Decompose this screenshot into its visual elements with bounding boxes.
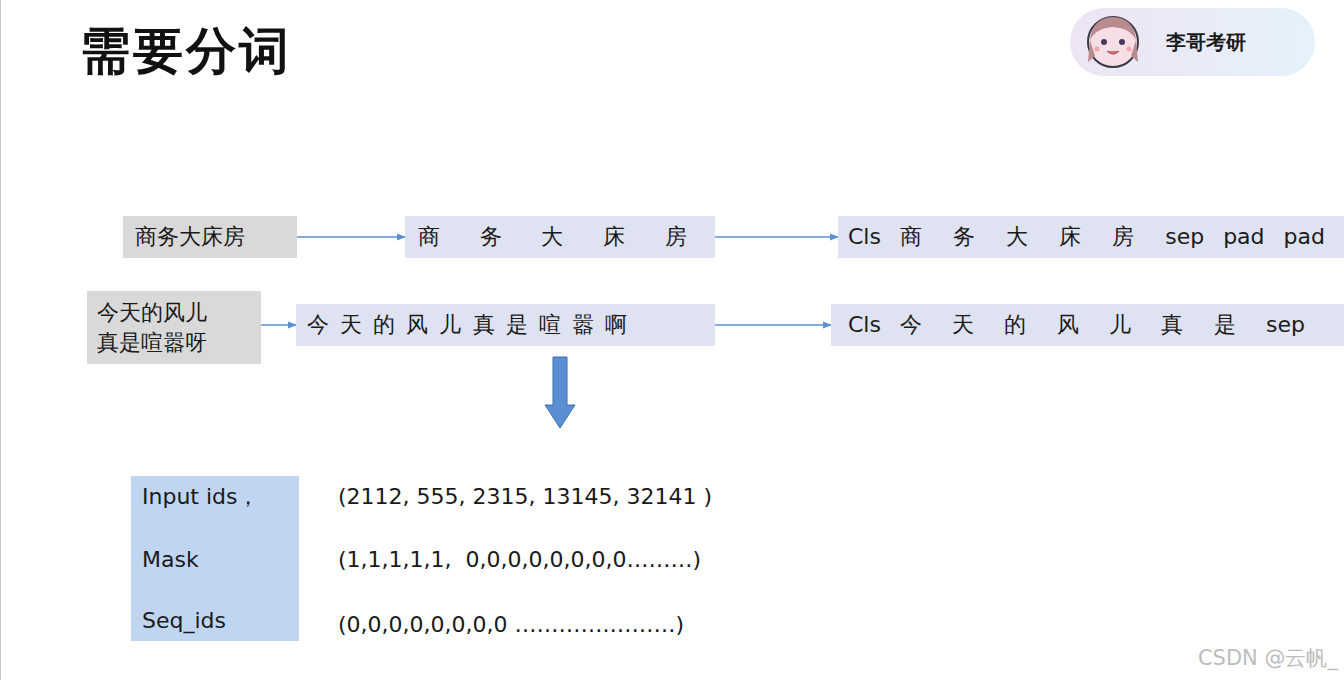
value-tuple: (2112, 555, 2315, 13145, 32141 ) [338, 484, 712, 509]
badge-label: 李哥考研 [1070, 8, 1315, 76]
node-text: 商务大床房 [135, 225, 245, 249]
node-text: Mask [142, 548, 199, 572]
char-split-box: 商 务 大 床 房 [405, 216, 715, 258]
token-seq-box: Cls 今 天 的 风 儿 真 是 sep [831, 304, 1344, 346]
avatar-icon [1088, 17, 1138, 67]
node-text: Input ids， [142, 485, 260, 509]
watermark: CSDN @云帆_ [1198, 644, 1338, 672]
raw-text-box: 商务大床房 [123, 216, 297, 258]
node-text: Cls 商 务 大 床 房 sep pad pad [848, 225, 1325, 249]
flow-arrow [261, 324, 296, 325]
value-tuple: (1,1,1,1,1, 0,0,0,0,0,0,0,0………) [338, 547, 701, 572]
node-text: Seq_ids [142, 609, 226, 633]
node-text: Cls 今 天 的 风 儿 真 是 sep [848, 313, 1305, 337]
node-text: 商 务 大 床 房 [418, 225, 687, 249]
flow-arrow [297, 236, 405, 237]
page-title: 需要分词 [80, 18, 292, 85]
node-text: 今 天 的 风 儿 真 是 喧 嚣 啊 [307, 313, 627, 337]
down-arrow [545, 357, 575, 428]
badge-text: 李哥考研 [1166, 30, 1246, 54]
char-split-box: 今 天 的 风 儿 真 是 喧 嚣 啊 [296, 304, 715, 346]
flow-arrow [715, 236, 838, 237]
field-name-box: Input ids， MaskSeq_ids [131, 476, 299, 641]
page-edge [0, 0, 1, 680]
flow-arrow [715, 324, 831, 325]
badge-pill [1070, 8, 1315, 76]
raw-text-box: 今天的风儿 真是喧嚣呀 [87, 291, 261, 364]
node-text: 今天的风儿 真是喧嚣呀 [97, 298, 222, 358]
value-tuple: (0,0,0,0,0,0,0,0 ………….………) [338, 612, 684, 637]
token-seq-box: Cls 商 务 大 床 房 sep pad pad [838, 216, 1344, 258]
